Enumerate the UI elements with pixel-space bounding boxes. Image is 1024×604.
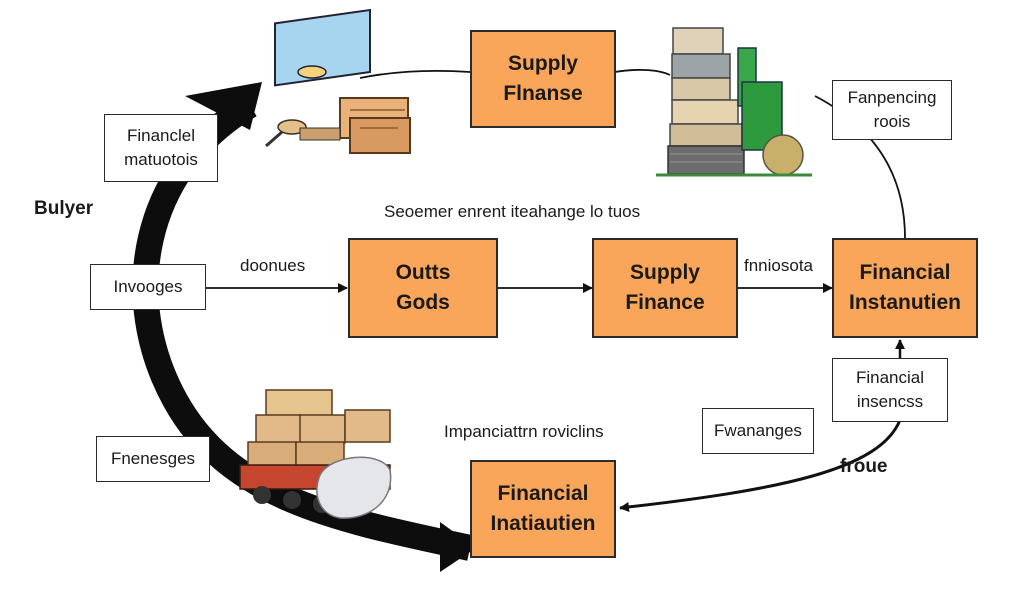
note-fanpencing-tools: Fanpencing roois	[832, 80, 952, 140]
label-doonues: doonues	[240, 256, 306, 275]
node-financial-institution-right: Financial Instanutien	[832, 238, 978, 338]
note-fwananges: Fwananges	[702, 408, 814, 454]
note-financial-right: Financial insencss	[832, 358, 948, 422]
node-outts-gods: Outts Gods	[348, 238, 498, 338]
note-finances: Fnenesges	[96, 436, 210, 482]
computer-and-boxes-icon	[265, 8, 411, 154]
left-loop-head-bottom	[440, 522, 476, 572]
left-loop-head-top	[185, 82, 262, 130]
label-buyer: Bulyer	[34, 198, 94, 219]
node-financial-institution-bottom: Financial Inatiautien	[470, 460, 616, 558]
top-connector-line	[359, 70, 471, 79]
label-center-title: Seoemer enrent iteahange lo tuos	[384, 202, 641, 221]
node-supply-finance-top: Supply Flnanse	[470, 30, 616, 128]
arrow-to-financial-bottom	[619, 419, 902, 512]
node-supply-finance-middle: Supply Finance	[592, 238, 738, 338]
note-financial-topleft: Financlel matuotois	[104, 114, 218, 182]
cargo-truck-icon	[239, 389, 392, 519]
label-impanciattn: Impanciattrn roviclins	[444, 422, 604, 441]
top-right-connector-line	[614, 68, 671, 76]
note-invoices: Invooges	[90, 264, 206, 310]
label-froue: froue	[840, 456, 888, 477]
warehouse-stack-icon	[656, 27, 812, 177]
label-fnniosota: fnniosota	[744, 256, 813, 275]
